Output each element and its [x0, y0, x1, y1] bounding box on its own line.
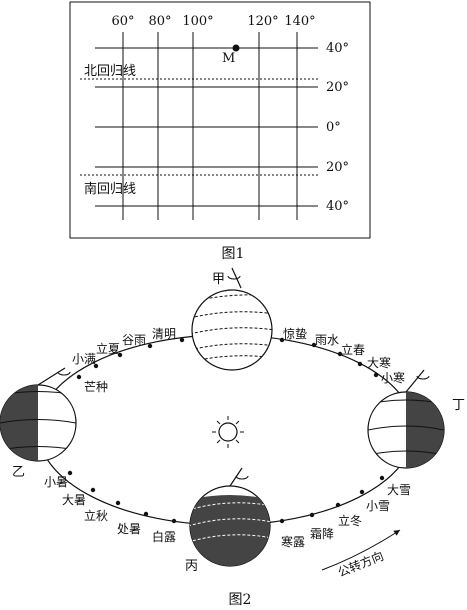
- sun-icon: [212, 416, 244, 448]
- earth-jia: [191, 267, 273, 371]
- orbit-dot: [359, 489, 365, 495]
- longitude-label: 140°: [284, 14, 315, 29]
- earth-label-jia: 甲: [212, 272, 225, 287]
- longitude-label: 80°: [148, 14, 171, 29]
- solar-term-label: 立春: [341, 342, 365, 357]
- earth-bing: [189, 467, 271, 567]
- earth-label-bing: 丙: [185, 559, 198, 574]
- figure2-orbit-diagram: 甲 乙 丙: [0, 267, 465, 580]
- solar-term-label: 清明: [152, 327, 176, 341]
- orbit-direction-arrow: [321, 529, 401, 571]
- tropic-south-label: 南回归线: [84, 181, 136, 197]
- orbit-dot: [335, 502, 341, 508]
- latitude-label: 20°: [326, 160, 349, 175]
- earth-label-ding: 丁: [452, 398, 465, 413]
- latitude-label: 0°: [326, 120, 341, 135]
- orbit-dot: [373, 372, 379, 378]
- map-frame: [69, 1, 371, 239]
- point-m-dot: [232, 44, 240, 52]
- point-m-label: M: [222, 51, 235, 66]
- tropic-north-label: 北回归线: [84, 64, 136, 79]
- longitude-label: 120°: [247, 14, 278, 29]
- latitude-label: 20°: [326, 80, 349, 95]
- orbit-dot: [379, 475, 385, 481]
- solar-term-label: 小暑: [44, 475, 68, 489]
- solar-term-label: 小满: [72, 352, 96, 366]
- orbit-dot: [93, 363, 99, 369]
- orbit-dot: [76, 374, 82, 380]
- solar-term-label: 处暑: [117, 522, 141, 536]
- solar-term-label: 寒露: [281, 534, 305, 549]
- orbit-dot: [279, 518, 285, 524]
- longitude-label: 100°: [182, 14, 213, 29]
- earth-yi: [0, 367, 77, 462]
- figure2-caption: 图2: [229, 592, 252, 608]
- latitude-label: 40°: [326, 199, 349, 214]
- figure1-caption: 图1: [222, 246, 245, 262]
- orbit-dot: [117, 352, 123, 358]
- solar-term-label: 大寒: [367, 355, 391, 370]
- orbit-dot: [279, 337, 285, 343]
- solar-term-label: 大雪: [387, 483, 411, 497]
- solar-term-label: 芒种: [84, 379, 108, 394]
- orbit-dot: [147, 343, 153, 349]
- figure1-map-grid: 60° 80° 100° 120° 140° 40° 20° 0° 20° 40…: [69, 1, 371, 239]
- orbit-dot: [171, 518, 177, 524]
- latitude-label: 40°: [326, 41, 349, 56]
- orbit-dot: [357, 361, 363, 367]
- orbit-dot: [90, 487, 96, 493]
- orbit-dot: [179, 337, 185, 343]
- solar-term-label: 白露: [152, 529, 176, 544]
- longitude-label: 60°: [111, 14, 134, 29]
- solar-term-label: 小雪: [366, 499, 390, 513]
- orbit-dot: [309, 512, 315, 518]
- earth-ding: [367, 369, 445, 469]
- solar-term-label: 立秋: [84, 508, 108, 523]
- solar-term-label: 雨水: [315, 333, 339, 347]
- solar-term-label: 大暑: [62, 493, 86, 507]
- solar-term-label: 小寒: [381, 370, 405, 385]
- orbit-dot: [67, 470, 73, 476]
- orbit-dot: [143, 511, 149, 517]
- earth-label-yi: 乙: [12, 465, 25, 480]
- orbit-dot: [337, 351, 343, 357]
- solar-term-label: 霜降: [310, 527, 334, 541]
- orbit-dot: [311, 342, 317, 348]
- solar-term-label: 立冬: [338, 513, 362, 528]
- orbit-dot: [115, 500, 121, 506]
- solar-term-label: 立夏: [96, 341, 120, 356]
- solar-term-label: 谷雨: [122, 333, 146, 347]
- solar-term-label: 惊蛰: [283, 326, 307, 341]
